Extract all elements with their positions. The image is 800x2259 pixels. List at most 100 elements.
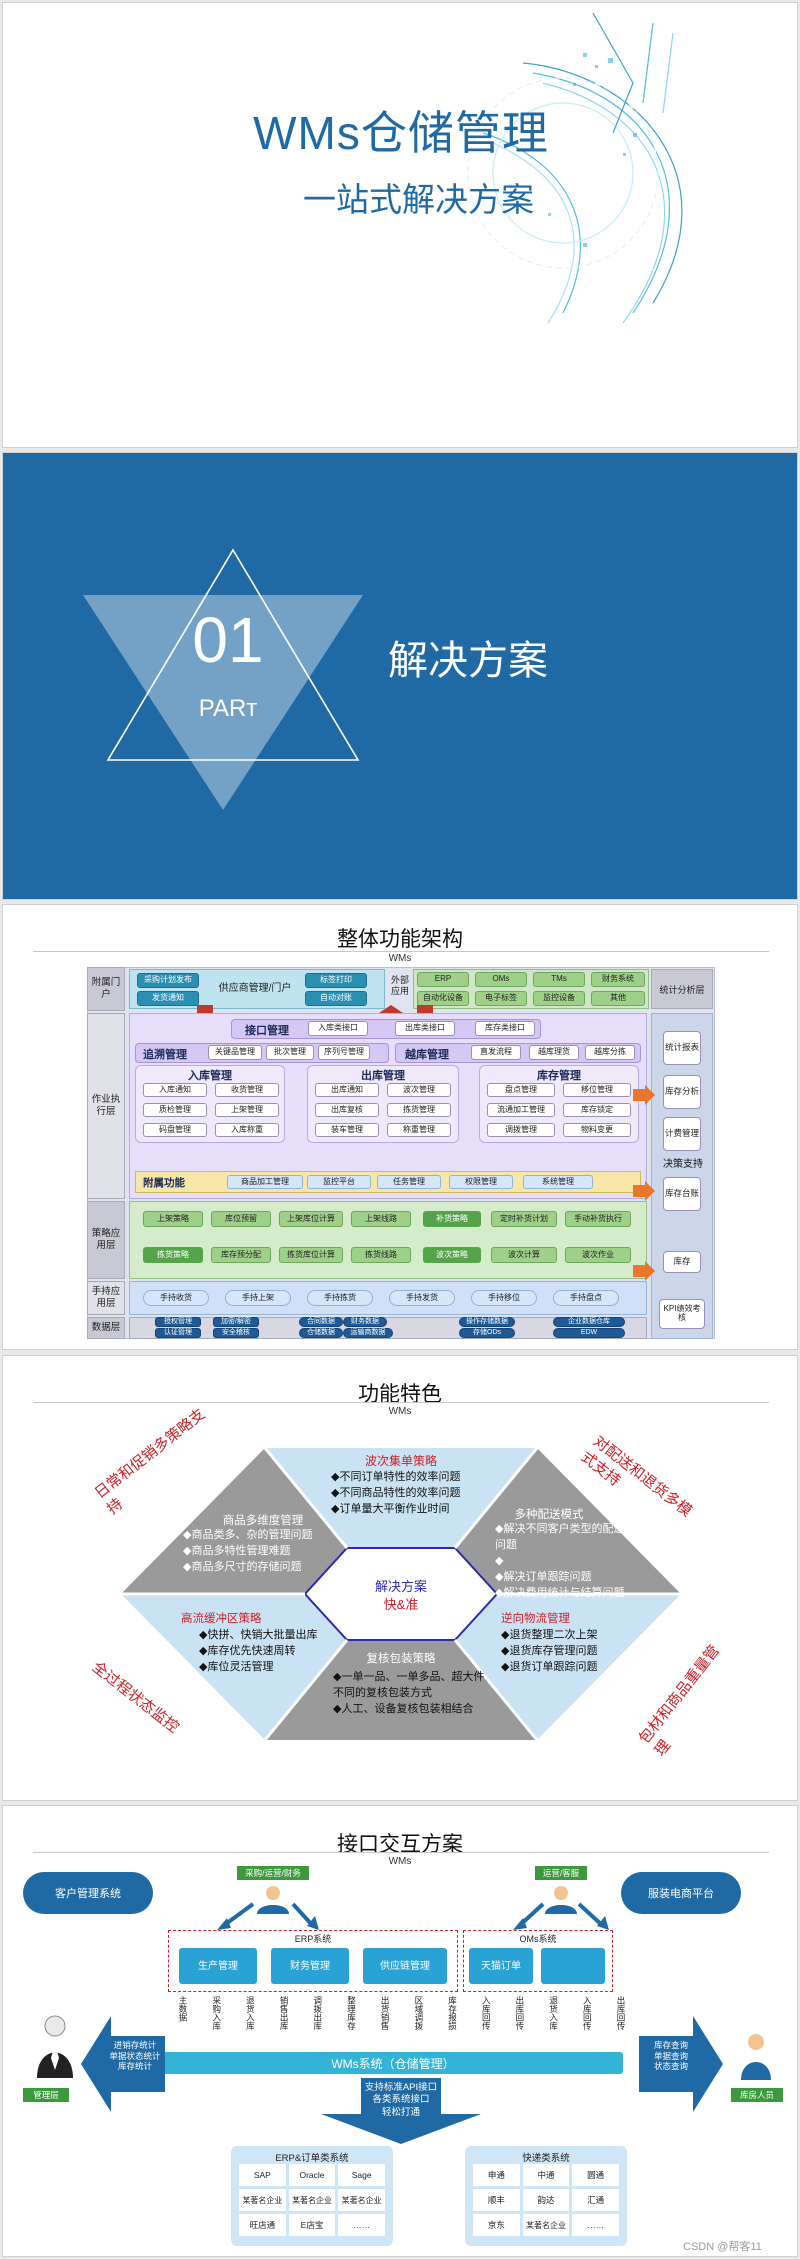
inbound-item-2[interactable]: 质检管理	[143, 1103, 207, 1117]
handheld-2[interactable]: 手持拣货	[307, 1290, 373, 1306]
strategy-r2-0[interactable]: 拣货策略	[143, 1247, 203, 1263]
interface-item-1[interactable]: 出库类接口	[395, 1021, 455, 1036]
feature-right-title: 多种配送模式	[514, 1509, 584, 1521]
attached-item-4[interactable]: 系统管理	[523, 1175, 593, 1189]
data-item-4[interactable]: 合同数据	[299, 1317, 343, 1327]
external-top-1[interactable]: OMs	[475, 972, 527, 987]
strategy-r1-4[interactable]: 补货策略	[423, 1211, 481, 1227]
attached-item-3[interactable]: 权限管理	[449, 1175, 513, 1189]
warehouse-staff-icon	[741, 2034, 771, 2080]
role-arrow-icons	[217, 1902, 609, 1930]
right-item-1[interactable]: 库存分析	[663, 1075, 701, 1109]
inbound-item-4[interactable]: 码盘管理	[143, 1123, 207, 1137]
attached-item-1[interactable]: 监控平台	[307, 1175, 371, 1189]
cross-item-0[interactable]: 直发流程	[471, 1045, 521, 1060]
outbound-item-2[interactable]: 出库复核	[315, 1103, 379, 1117]
external-top-2[interactable]: TMs	[533, 972, 585, 987]
right-arrow-shape	[639, 2016, 723, 2112]
data-item-8[interactable]: 操作存储数据	[459, 1317, 515, 1327]
interface-item-0[interactable]: 入库类接口	[308, 1021, 368, 1036]
inbound-item-5[interactable]: 入库称重	[215, 1123, 279, 1137]
strategy-r2-1[interactable]: 库存预分配	[211, 1247, 271, 1263]
interface-item-2[interactable]: 库存类接口	[475, 1021, 535, 1036]
handheld-1[interactable]: 手持上架	[225, 1290, 291, 1306]
erp-item-0[interactable]: 生产管理	[179, 1948, 257, 1984]
inventory-item-3[interactable]: 库存锁定	[563, 1103, 631, 1117]
feature-bottom-title: 复核包装策略	[366, 1653, 436, 1665]
external-top-0[interactable]: ERP	[417, 972, 469, 987]
strategy-r1-0[interactable]: 上架策略	[143, 1211, 203, 1227]
inventory-item-4[interactable]: 调拨管理	[487, 1123, 555, 1137]
handheld-4[interactable]: 手持移位	[471, 1290, 537, 1306]
data-item-9[interactable]: 存储ODs	[459, 1328, 515, 1338]
external-bottom-2[interactable]: 监控设备	[533, 991, 585, 1006]
portal-right-1[interactable]: 自动对账	[305, 991, 367, 1006]
portal-left-1[interactable]: 发货通知	[137, 991, 199, 1006]
outbound-item-5[interactable]: 称重管理	[387, 1123, 451, 1137]
outbound-item-4[interactable]: 装车管理	[315, 1123, 379, 1137]
cross-item-2[interactable]: 越库分拣	[585, 1045, 635, 1060]
oms-item-1[interactable]	[541, 1948, 605, 1984]
data-item-1[interactable]: 加密/解密	[213, 1317, 259, 1327]
inbound-item-0[interactable]: 入库通知	[143, 1083, 207, 1097]
outbound-item-0[interactable]: 出库通知	[315, 1083, 379, 1097]
data-item-0[interactable]: 授权管理	[155, 1317, 201, 1327]
strategy-r1-1[interactable]: 库位预留	[211, 1211, 271, 1227]
cross-item-1[interactable]: 越库理货	[529, 1045, 579, 1060]
attached-item-0[interactable]: 商品加工管理	[227, 1175, 303, 1189]
strategy-r2-6[interactable]: 波次作业	[565, 1247, 631, 1263]
right-item-2[interactable]: 计费管理	[663, 1117, 701, 1151]
feature-top-list: ◆不同订单特性的效率问题 ◆不同商品特性的效率问题 ◆订单量大平衡作业时间	[331, 1471, 461, 1515]
external-top-3[interactable]: 财务系统	[591, 972, 645, 987]
erp-item-2[interactable]: 供应链管理	[363, 1948, 447, 1984]
data-item-11[interactable]: EDW	[553, 1328, 625, 1338]
trace-item-0[interactable]: 关键品管理	[208, 1045, 262, 1060]
trace-item-2[interactable]: 序列号管理	[318, 1045, 370, 1060]
portal-right-0[interactable]: 标签打印	[305, 973, 367, 988]
right-item-6[interactable]: KPI绩效考核	[659, 1299, 705, 1329]
strategy-r1-6[interactable]: 手动补货执行	[565, 1211, 631, 1227]
strategy-r1-2[interactable]: 上架库位计算	[279, 1211, 343, 1227]
attached-item-2[interactable]: 任务管理	[377, 1175, 441, 1189]
strategy-r1-5[interactable]: 定时补货计划	[491, 1211, 557, 1227]
data-item-6[interactable]: 仓储数据	[299, 1328, 343, 1338]
inventory-item-2[interactable]: 流通加工管理	[487, 1103, 555, 1117]
section-number: 01	[192, 604, 264, 676]
right-item-0[interactable]: 统计报表	[663, 1031, 701, 1065]
external-bottom-1[interactable]: 电子标签	[475, 991, 527, 1006]
features-slide: 功能特色 WMs 波次集单策略 ◆不同订单特性的效率问题 ◆不同商品特性的效率问…	[2, 1355, 798, 1801]
feature-right-list: ◆解决不同客户类型的配送效率问题 ◆ ◆解决订单跟踪问题 ◆解决费用统计与结算问…	[495, 1523, 647, 1599]
outbound-item-1[interactable]: 波次管理	[387, 1083, 451, 1097]
trace-item-1[interactable]: 批次管理	[266, 1045, 314, 1060]
portal-left-0[interactable]: 采购计划发布	[137, 973, 199, 988]
strategy-r1-3[interactable]: 上架线路	[351, 1211, 411, 1227]
data-item-3[interactable]: 安全稽核	[213, 1328, 259, 1338]
strategy-r2-4[interactable]: 波次策略	[423, 1247, 481, 1263]
layer-attached-portal: 附属门户	[87, 967, 125, 1011]
erp-item-1[interactable]: 财务管理	[271, 1948, 349, 1984]
data-item-5[interactable]: 财务数据	[343, 1317, 387, 1327]
right-item-4[interactable]: 库存台账	[663, 1177, 701, 1211]
external-bottom-3[interactable]: 其他	[591, 991, 645, 1006]
strategy-r2-5[interactable]: 波次计算	[491, 1247, 557, 1263]
interfaces-subtitle: WMs	[388, 1856, 412, 1867]
inbound-item-3[interactable]: 上架管理	[215, 1103, 279, 1117]
handheld-5[interactable]: 手持盘点	[553, 1290, 619, 1306]
outbound-item-3[interactable]: 拣货管理	[387, 1103, 451, 1117]
oms-item-0[interactable]: 天猫订单	[469, 1948, 533, 1984]
handheld-3[interactable]: 手持发货	[389, 1290, 455, 1306]
inventory-item-0[interactable]: 盘点管理	[487, 1083, 555, 1097]
data-item-10[interactable]: 企业数据仓库	[553, 1317, 625, 1327]
strategy-r2-3[interactable]: 拣货线路	[351, 1247, 411, 1263]
strategy-r2-2[interactable]: 拣货库位计算	[279, 1247, 343, 1263]
right-item-5[interactable]: 库存	[663, 1251, 701, 1273]
inventory-item-5[interactable]: 物料变更	[563, 1123, 631, 1137]
warehouse-staff-badge: 库房人员	[731, 2088, 783, 2102]
inventory-item-1[interactable]: 移位管理	[563, 1083, 631, 1097]
external-bottom-0[interactable]: 自动化设备	[417, 991, 469, 1006]
data-item-7[interactable]: 运输商数据	[343, 1328, 393, 1338]
inbound-item-1[interactable]: 收货管理	[215, 1083, 279, 1097]
data-item-2[interactable]: 认证管理	[155, 1328, 201, 1338]
feature-center-title: 解决方案	[374, 1579, 427, 1594]
handheld-0[interactable]: 手持收货	[143, 1290, 209, 1306]
